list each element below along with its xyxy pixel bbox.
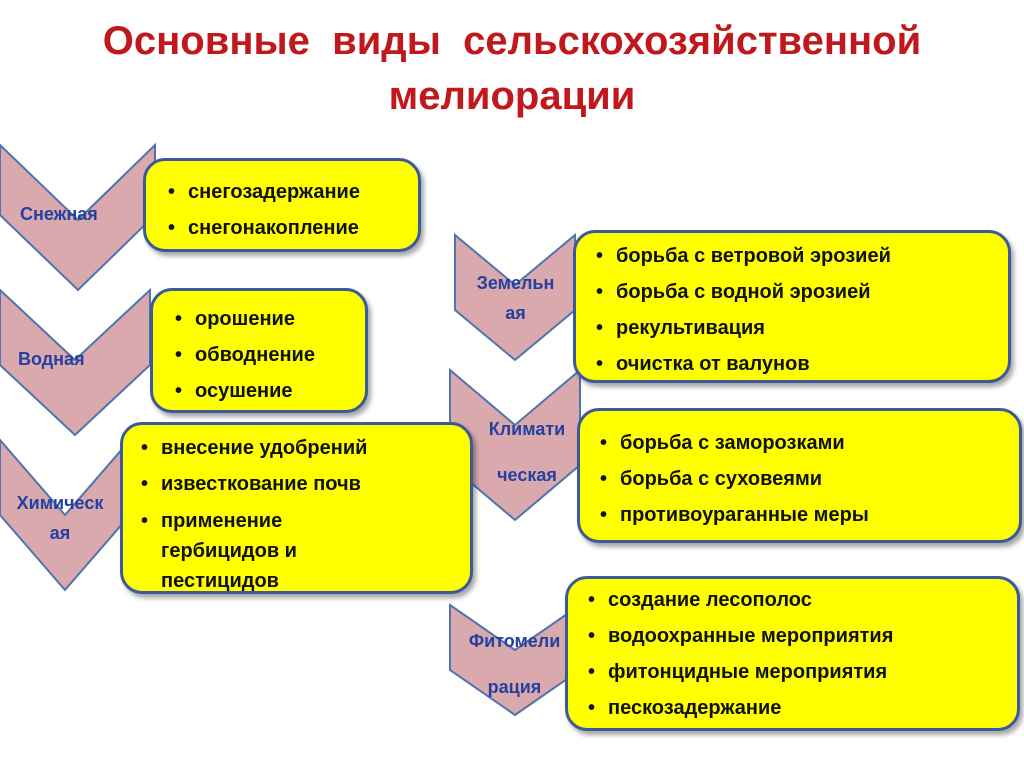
box-klimaticheskaya: борьба с заморозками борьба с суховеями … [577,408,1022,543]
list-snezhnaya: снегозадержание снегонакопление [164,174,418,246]
label-khimicheskaya-line1: Химическ [16,493,104,513]
list-item: пескозадержание [584,690,1017,726]
label-fitomelioratsiya-line2: рация [487,677,542,697]
label-zemelnaya-line2: ая [505,303,526,323]
list-item: борьба с суховеями [596,461,1019,497]
list-item: осушение [171,373,365,409]
list-klimaticheskaya: борьба с заморозками борьба с суховеями … [596,425,1019,533]
list-vodnaya: орошение обводнение осушение [171,301,365,409]
box-zemelnaya: борьба с ветровой эрозией борьба с водно… [573,230,1011,383]
list-item: борьба с водной эрозией [592,274,1008,310]
title-line-1: Основные виды сельскохозяйственной [102,19,922,63]
label-klimaticheskaya-line2: ческая [497,465,557,485]
label-khimicheskaya-line2: ая [49,523,71,543]
list-item: фитонцидные мероприятия [584,654,1017,690]
label-fitomelioratsiya-line1: Фитомели [468,631,561,651]
list-item: очистка от валунов [592,346,1008,382]
label-khimicheskaya: Химическ ая [0,488,122,548]
list-item: борьба с ветровой эрозией [592,238,1008,274]
label-zemelnaya-line1: Земельн [476,273,555,293]
title-line-2: мелиорации [388,74,636,118]
list-item: внесение удобрений [137,430,460,466]
list-item: снегонакопление [164,210,418,246]
label-vodnaya: Водная [18,349,85,369]
list-khimicheskaya: внесение удобрений известкование почв пр… [137,430,460,596]
label-snezhnaya: Снежная [20,204,98,224]
label-klimaticheskaya-line1: Климати [488,419,566,439]
list-item: применение гербицидов и пестицидов [137,506,371,596]
list-item: создание лесополос [584,582,1017,618]
label-fitomelioratsiya: Фитомели рация [452,618,577,710]
list-item: обводнение [171,337,365,373]
box-snezhnaya: снегозадержание снегонакопление [143,158,421,252]
box-fitomelioratsiya: создание лесополос водоохранные мероприя… [565,576,1020,731]
list-item: орошение [171,301,365,337]
list-item: противоураганные меры [596,497,1019,533]
page-title: Основные виды сельскохозяйственной мелио… [0,14,1024,124]
box-khimicheskaya: внесение удобрений известкование почв пр… [120,422,473,594]
list-item: снегозадержание [164,174,418,210]
list-zemelnaya: борьба с ветровой эрозией борьба с водно… [592,238,1008,382]
list-fitomelioratsiya: создание лесополос водоохранные мероприя… [584,582,1017,726]
label-zemelnaya: Земельн ая [458,268,573,328]
list-item: рекультивация [592,310,1008,346]
list-item: водоохранные мероприятия [584,618,1017,654]
list-item: известкование почв [137,466,460,502]
label-klimaticheskaya: Климати ческая [472,406,582,498]
list-item: борьба с заморозками [596,425,1019,461]
box-vodnaya: орошение обводнение осушение [150,288,368,413]
